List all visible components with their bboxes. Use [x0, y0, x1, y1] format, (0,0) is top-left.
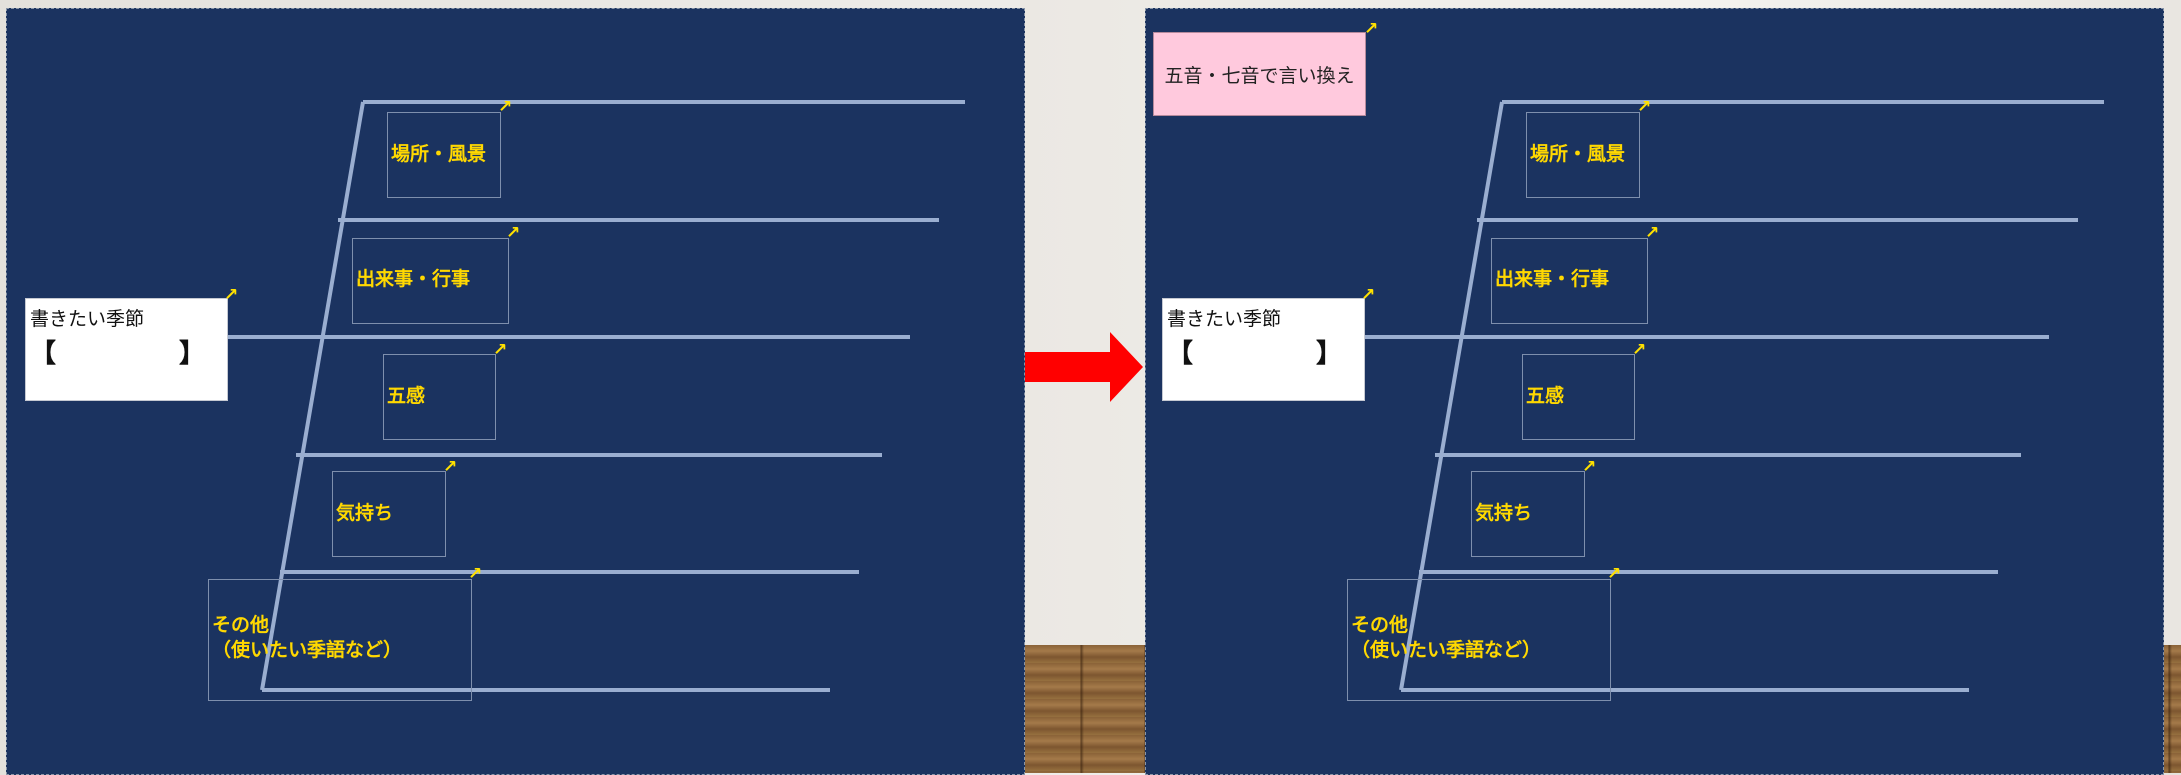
- fishbone-diagram: [160, 100, 965, 692]
- north-east-arrow-icon: ↗: [493, 340, 508, 360]
- north-east-arrow-icon: ↗: [224, 285, 239, 305]
- right-bracket: 】: [1315, 339, 1342, 369]
- category-box-feelings[interactable]: [1471, 471, 1585, 557]
- category-box-other[interactable]: [208, 579, 472, 701]
- north-east-arrow-icon: ↗: [1632, 340, 1647, 360]
- category-box-place[interactable]: [387, 112, 501, 198]
- season-box[interactable]: 書きたい季節 【 】: [1162, 298, 1365, 401]
- category-box-feelings[interactable]: [332, 471, 446, 557]
- category-label-other-line2: （使いたい季語など）: [212, 638, 403, 661]
- category-label-senses: 五感: [1526, 385, 1565, 407]
- fishbone-diagram: [1364, 100, 2104, 692]
- category-box-senses[interactable]: [1522, 354, 1635, 440]
- left-bracket: 【: [30, 339, 57, 369]
- category-label-other-line2: （使いたい季語など）: [1351, 638, 1542, 661]
- right-arrow-icon: [1025, 332, 1143, 402]
- season-box[interactable]: 書きたい季節 【 】: [25, 298, 228, 401]
- category-box-place[interactable]: [1526, 112, 1640, 198]
- category-label-other: その他 （使いたい季語など）: [212, 613, 402, 662]
- category-box-other[interactable]: [1347, 579, 1611, 701]
- category-label-place: 場所・風景: [1530, 143, 1626, 165]
- north-east-arrow-icon: ↗: [498, 97, 513, 117]
- category-label-feelings: 気持ち: [1475, 502, 1533, 524]
- north-east-arrow-icon: ↗: [1637, 97, 1652, 117]
- north-east-arrow-icon: ↗: [468, 564, 483, 584]
- north-east-arrow-icon: ↗: [1645, 223, 1660, 243]
- category-label-feelings: 気持ち: [336, 502, 394, 524]
- north-east-arrow-icon: ↗: [443, 457, 458, 477]
- north-east-arrow-icon: ↗: [1607, 564, 1622, 584]
- right-bracket: 】: [178, 339, 205, 369]
- spine-line: [260, 101, 365, 691]
- slide-after: 五音・七音で言い換え ↗ 場所・風景 ↗ 出来事・行事 ↗ 五感 ↗ 気持ち ↗…: [1145, 8, 2164, 775]
- note-box[interactable]: 五音・七音で言い換え: [1153, 32, 1366, 116]
- season-title: 書きたい季節: [1167, 308, 1282, 330]
- slide-before: 場所・風景 ↗ 出来事・行事 ↗ 五感 ↗ 気持ち ↗ その他 （使いたい季語な…: [6, 8, 1025, 775]
- season-input-brackets[interactable]: 【 】: [1167, 333, 1342, 370]
- spine-line: [1399, 101, 1504, 691]
- category-label-other-line1: その他: [1351, 614, 1409, 636]
- north-east-arrow-icon: ↗: [1361, 285, 1376, 305]
- category-label-other-line1: その他: [212, 614, 270, 636]
- season-title: 書きたい季節: [30, 308, 145, 330]
- category-label-senses: 五感: [387, 385, 426, 407]
- left-bracket: 【: [1167, 339, 1194, 369]
- north-east-arrow-icon: ↗: [1364, 19, 1379, 39]
- category-label-event: 出来事・行事: [1495, 268, 1610, 290]
- category-box-event[interactable]: [1491, 238, 1648, 324]
- season-input-brackets[interactable]: 【 】: [30, 333, 205, 370]
- category-box-senses[interactable]: [383, 354, 496, 440]
- north-east-arrow-icon: ↗: [1582, 457, 1597, 477]
- category-label-place: 場所・風景: [391, 143, 487, 165]
- category-box-event[interactable]: [352, 238, 509, 324]
- north-east-arrow-icon: ↗: [506, 223, 521, 243]
- category-label-event: 出来事・行事: [356, 268, 471, 290]
- category-label-other: その他 （使いたい季語など）: [1351, 613, 1541, 662]
